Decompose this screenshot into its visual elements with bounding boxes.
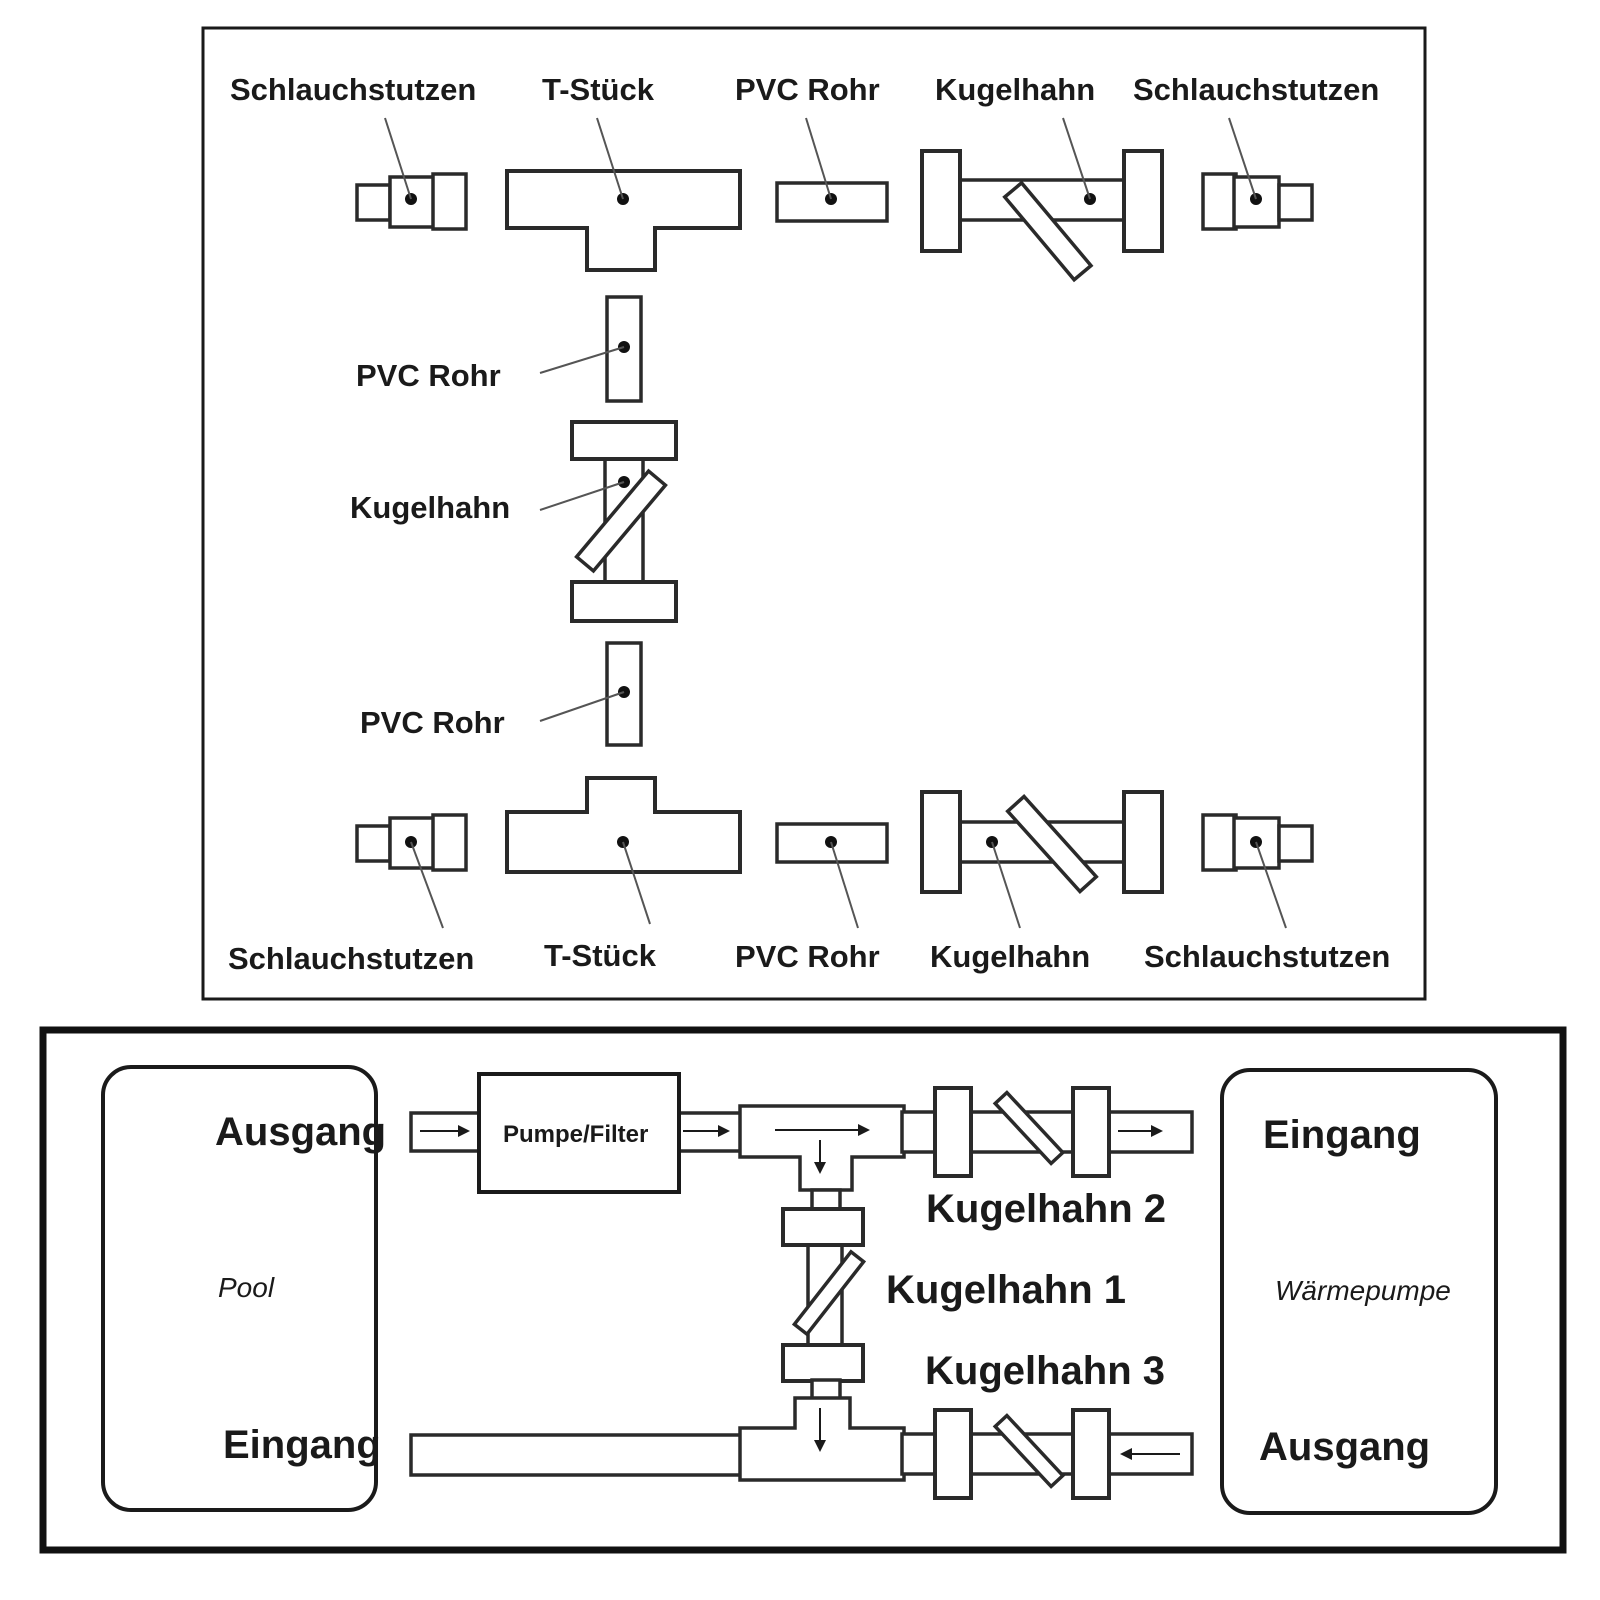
pvc-pipe-part-1	[775, 117, 889, 223]
label-hose-connector-3: Schlauchstutzen	[228, 941, 474, 976]
heat-pump-outlet-label: Ausgang	[1259, 1425, 1430, 1469]
ball-valve-part-1	[920, 117, 1164, 283]
pump-filter-box	[477, 1072, 681, 1194]
pvc-pipe-part-2	[775, 822, 889, 929]
label-pvc-pipe-1: PVC Rohr	[735, 72, 880, 107]
label-ball-valve-2: Kugelhahn	[930, 939, 1090, 974]
pvc-pipe-vertical-1	[539, 295, 643, 403]
vertical-valve-1	[781, 1188, 867, 1402]
tee-part-2	[505, 776, 742, 925]
label-pvc-pipe-2: PVC Rohr	[735, 939, 880, 974]
label-hose-connector-1: Schlauchstutzen	[230, 72, 476, 107]
pool-inlet-label: Eingang	[223, 1423, 381, 1467]
ball-valve-part-2	[920, 790, 1164, 929]
valve-2-label: Kugelhahn 2	[926, 1187, 1166, 1231]
valve-3-label: Kugelhahn 3	[925, 1349, 1165, 1393]
hose-connector-part-2	[1201, 117, 1314, 231]
ball-valve-vertical	[539, 420, 678, 623]
pvc-pipe-vertical-2	[539, 641, 643, 747]
pool-name-label: Pool	[218, 1272, 275, 1303]
hose-connector-part-3	[355, 813, 468, 929]
bottom-flow-line	[409, 1396, 1194, 1500]
pump-filter-label: Pumpe/Filter	[503, 1121, 648, 1148]
label-pvc-pipe-vertical-2: PVC Rohr	[360, 705, 505, 740]
heat-pump-box	[1220, 1068, 1498, 1515]
valve-1-label: Kugelhahn 1	[886, 1268, 1126, 1312]
label-ball-valve-vertical: Kugelhahn	[350, 490, 510, 525]
top-flow-line	[409, 1086, 1194, 1192]
hose-connector-part-1	[355, 117, 468, 231]
label-hose-connector-2: Schlauchstutzen	[1133, 72, 1379, 107]
pool-box	[101, 1065, 378, 1512]
label-ball-valve-1: Kugelhahn	[935, 72, 1095, 107]
label-hose-connector-4: Schlauchstutzen	[1144, 939, 1390, 974]
heat-pump-inlet-label: Eingang	[1263, 1113, 1421, 1157]
pool-outlet-label: Ausgang	[215, 1110, 386, 1154]
label-tee-2: T-Stück	[544, 938, 657, 973]
heat-pump-name-label: Wärmepumpe	[1275, 1275, 1451, 1306]
tee-part-1	[505, 117, 742, 272]
hose-connector-part-4	[1201, 813, 1314, 929]
label-pvc-pipe-vertical-1: PVC Rohr	[356, 358, 501, 393]
label-tee-1: T-Stück	[542, 72, 655, 107]
